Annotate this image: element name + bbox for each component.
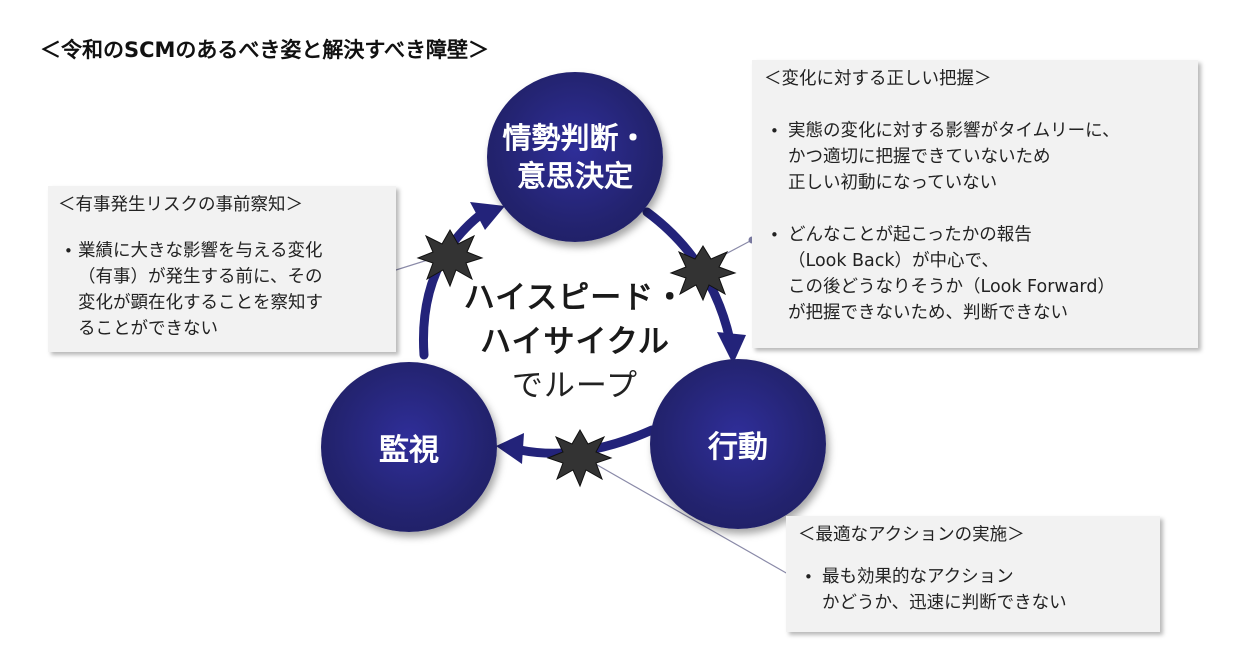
explosion-burst-icon — [546, 428, 613, 488]
bullet-list: 最も効果的なアクション かどうか、迅速に判断できない — [798, 564, 1148, 616]
callout-title: ＜最適なアクションの実施＞ — [798, 525, 1025, 545]
arrow-head-icon — [470, 202, 505, 230]
center-line1: ハイスピード・ — [463, 280, 687, 316]
bullet-item: 業績に大きな影響を与える変化 （有事）が発生する前に、その 変化が顕在化すること… — [58, 238, 386, 342]
node-monitoring: 監視 — [321, 362, 497, 532]
callout-optimal-action: ＜最適なアクションの実施＞ 最も効果的なアクション かどうか、迅速に判断できない — [786, 516, 1160, 632]
callout-title: ＜変化に対する正しい把握＞ — [764, 69, 992, 89]
explosion-burst-icon — [669, 245, 737, 302]
bullet-list: 業績に大きな影響を与える変化 （有事）が発生する前に、その 変化が顕在化すること… — [58, 238, 386, 342]
center-loop-label: ハイスピード・ ハイサイクル でループ — [415, 276, 735, 408]
arrow-monitor-to-judgement — [418, 210, 485, 360]
callout-title: ＜有事発生リスクの事前察知＞ — [58, 195, 303, 215]
center-line2: ハイサイクル — [480, 324, 670, 360]
page-title: ＜令和のSCMのあるべき姿と解決すべき障壁＞ — [40, 38, 489, 62]
explosion-burst-icon — [416, 228, 484, 288]
callout-change-grasp: ＜変化に対する正しい把握＞ 実態の変化に対する影響がタイムリーに、 かつ適切に把… — [752, 60, 1198, 348]
node-action-label: 行動 — [708, 430, 768, 465]
bullet-list: 実態の変化に対する影響がタイムリーに、 かつ適切に把握できていないため 正しい初… — [764, 118, 1186, 326]
bullet-item: 実態の変化に対する影響がタイムリーに、 かつ適切に把握できていないため 正しい初… — [764, 118, 1186, 196]
arrow-head-icon — [717, 332, 746, 364]
node-action: 行動 — [650, 359, 826, 529]
connector-line — [584, 457, 796, 579]
node-judgement-line2: 意思決定 — [516, 159, 633, 193]
center-line3: でループ — [511, 368, 639, 404]
arrow-head-icon — [496, 433, 524, 464]
callout-risk-detection: ＜有事発生リスクの事前察知＞ 業績に大きな影響を与える変化 （有事）が発生する前… — [48, 186, 396, 352]
bullet-item: どんなことが起こったかの報告 （Look Back）が中心で、 この後どうなりそ… — [764, 222, 1186, 326]
node-judgement-line1: 情勢判断・ — [502, 121, 648, 155]
node-monitor-label: 監視 — [379, 433, 439, 468]
node-situation-judgement: 情勢判断・ 意思決定 — [487, 72, 663, 242]
bullet-item: 最も効果的なアクション かどうか、迅速に判断できない — [798, 564, 1148, 616]
